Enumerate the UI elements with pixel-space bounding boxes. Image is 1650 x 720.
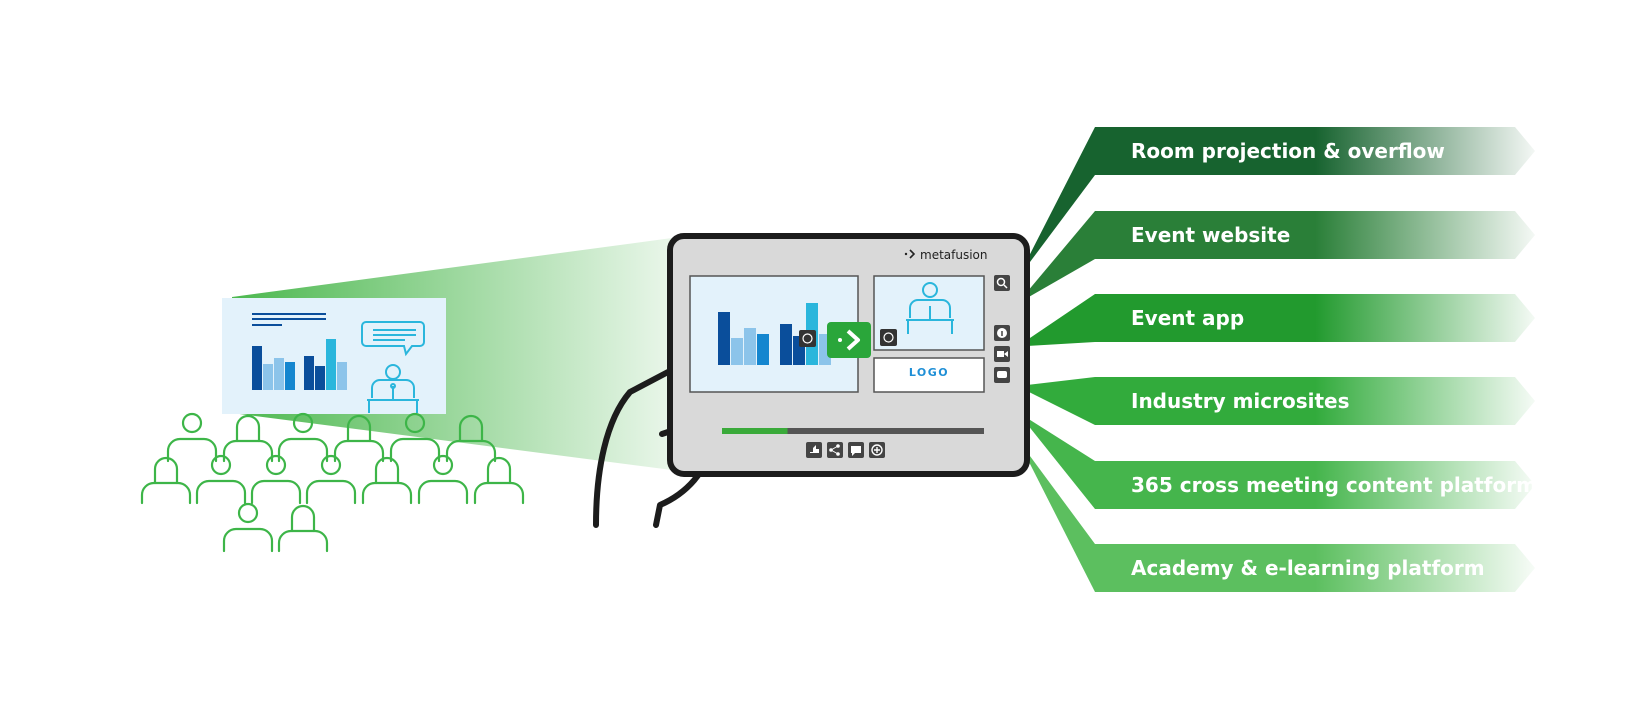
audience-person-icon xyxy=(222,502,274,553)
audience-person-icon xyxy=(166,412,218,463)
replay-icon[interactable] xyxy=(799,330,816,347)
audience-person-icon xyxy=(417,454,469,505)
channel-label-365-platform: 365 cross meeting content platform xyxy=(1131,473,1537,497)
channel-connector xyxy=(1027,418,1095,509)
channel-banner xyxy=(1027,211,1535,298)
channel-banner xyxy=(1027,377,1535,425)
chat-icon[interactable] xyxy=(994,367,1010,383)
share-icon[interactable] xyxy=(827,442,843,458)
audience-person-icon xyxy=(140,456,192,505)
audience-person-icon xyxy=(445,414,497,463)
screen-title-lines-icon xyxy=(252,313,326,326)
channel-banner-shape xyxy=(1095,544,1535,592)
info-icon[interactable] xyxy=(994,325,1010,341)
channel-connector xyxy=(1027,377,1095,425)
audience-person-icon xyxy=(333,414,385,463)
video-icon[interactable] xyxy=(994,346,1010,362)
panel-replay-icon[interactable] xyxy=(880,329,897,346)
channel-connector xyxy=(1027,211,1095,298)
audience-person-icon xyxy=(277,504,329,553)
search-icon[interactable] xyxy=(994,275,1010,291)
brand-name: metafusion xyxy=(920,248,988,262)
channel-connector xyxy=(1027,127,1095,266)
comment-icon[interactable] xyxy=(848,442,864,458)
channel-label-academy: Academy & e-learning platform xyxy=(1131,556,1485,580)
screen-bar-chart-icon xyxy=(252,339,347,390)
projection-screen xyxy=(222,298,446,414)
channel-banner-shape xyxy=(1095,127,1535,175)
audience-person-icon xyxy=(473,456,525,505)
panel-speaker-icon xyxy=(906,282,954,334)
thumbs-up-icon[interactable] xyxy=(806,442,822,458)
audience-person-icon xyxy=(195,454,247,505)
channel-banner xyxy=(1027,452,1535,592)
audience-person-icon xyxy=(222,414,274,463)
channel-connector xyxy=(1027,294,1095,346)
speaker-icon xyxy=(367,364,419,413)
channel-label-industry-microsites: Industry microsites xyxy=(1131,389,1350,413)
channel-banner-shape xyxy=(1095,294,1535,342)
audience-person-icon xyxy=(277,412,329,463)
channel-label-event-app: Event app xyxy=(1131,306,1245,330)
tablet-device xyxy=(667,233,1030,477)
channel-label-room-projection: Room projection & overflow xyxy=(1131,139,1445,163)
channel-list xyxy=(1027,127,1535,592)
audience-person-icon xyxy=(389,412,441,463)
channel-connector xyxy=(1027,452,1095,592)
audience-group xyxy=(140,412,525,553)
audience-person-icon xyxy=(305,454,357,505)
progress-bar[interactable] xyxy=(722,428,984,434)
forward-arrow-button[interactable] xyxy=(827,322,871,358)
channel-banner-shape xyxy=(1095,211,1535,259)
audience-person-icon xyxy=(250,454,302,505)
logo-panel xyxy=(873,357,985,393)
channel-label-event-website: Event website xyxy=(1131,223,1291,247)
channel-banner xyxy=(1027,127,1535,266)
channel-banner xyxy=(1027,294,1535,346)
channel-banner xyxy=(1027,418,1535,509)
channel-banner-shape xyxy=(1095,377,1535,425)
audience-person-icon xyxy=(361,456,413,505)
channel-banner-shape xyxy=(1095,461,1535,509)
speech-bubble-icon xyxy=(361,321,425,357)
plus-circle-icon[interactable] xyxy=(869,442,885,458)
brand-logo-icon xyxy=(904,249,916,259)
logo-placeholder: LOGO xyxy=(908,366,950,379)
